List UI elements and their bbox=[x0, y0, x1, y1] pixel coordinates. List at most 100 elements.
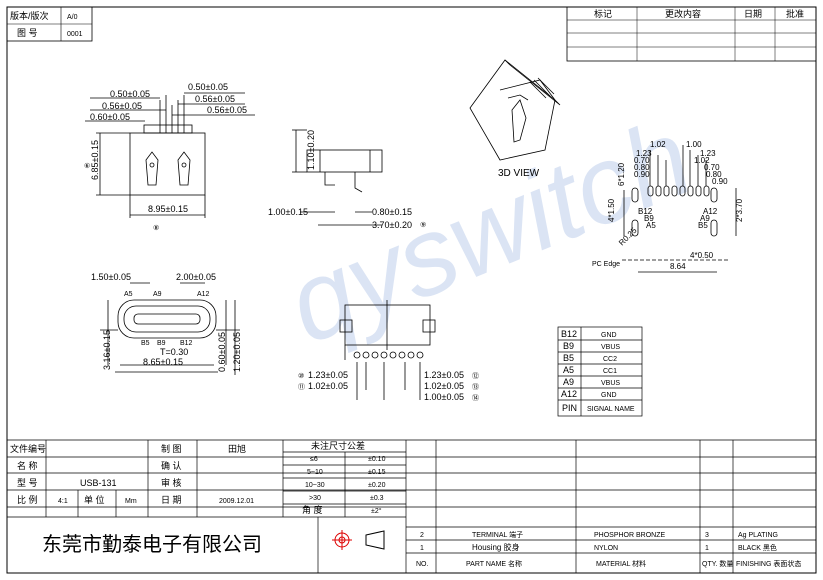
end-dim-0: 1.50±0.05 bbox=[91, 272, 131, 282]
fp-pin-0: B12 bbox=[638, 207, 653, 216]
revision-table: 标记 更改内容 日期 批准 bbox=[566, 6, 817, 62]
version-label: 版本/版次 bbox=[10, 10, 49, 21]
fp-pin-4: A9 bbox=[700, 214, 710, 223]
name-label: 名 称 bbox=[17, 460, 38, 471]
projection-symbol-icon bbox=[332, 530, 385, 550]
ref-bot-e: ⑭ bbox=[472, 394, 479, 402]
parts-header-part: PART NAME 名称 bbox=[466, 559, 522, 568]
pin-row-4-sig: VBUS bbox=[601, 380, 620, 387]
pin-row-5-pin: A12 bbox=[561, 389, 577, 399]
unit-label: 单 位 bbox=[84, 494, 105, 505]
part-1-qty: 1 bbox=[705, 545, 709, 552]
pin-header-pin: PIN bbox=[562, 403, 577, 413]
dim-side-0: 1.10±0.20 bbox=[306, 130, 316, 170]
pin-row-4-pin: A9 bbox=[563, 377, 574, 387]
pin-row-0-pin: B12 bbox=[561, 329, 577, 339]
pin-row-2-sig: CC2 bbox=[603, 356, 617, 363]
dim-front-1: 0.56±0.05 bbox=[102, 101, 142, 111]
front-view bbox=[85, 92, 255, 218]
scale-value: 4:1 bbox=[58, 498, 68, 505]
view-3d bbox=[469, 59, 561, 161]
drawing-no-label: 图 号 bbox=[17, 28, 38, 38]
end-dim-3: 8.65±0.15 bbox=[143, 357, 183, 367]
dim-front-r1: 0.56±0.05 bbox=[195, 94, 235, 104]
pin-table bbox=[557, 326, 643, 417]
drawing-no-value: 0001 bbox=[67, 31, 83, 38]
rev-header-content: 更改内容 bbox=[665, 8, 701, 19]
pin-row-1-sig: VBUS bbox=[601, 344, 620, 351]
title-block-grid bbox=[7, 439, 816, 573]
tol-range-3: >30 bbox=[309, 495, 321, 502]
fp-dim-9: 0.80 bbox=[706, 170, 722, 179]
tolerance-title: 未注尺寸公差 bbox=[311, 440, 365, 451]
file-no-label: 文件编号 bbox=[10, 443, 46, 454]
footprint bbox=[622, 145, 737, 273]
dim-side-2: 0.80±0.15 bbox=[372, 207, 412, 217]
check-label: 确 认 bbox=[161, 460, 182, 471]
part-1-name: Housing 胶身 bbox=[472, 542, 520, 552]
tol-val-1: ±0.15 bbox=[368, 469, 386, 476]
fp-dim-1: 1.00 bbox=[686, 140, 702, 149]
dim-side-3: 3.70±0.20 bbox=[372, 220, 412, 230]
end-dim-4: 3.16±0.15 bbox=[102, 330, 112, 370]
parts-header-finish: FINISHING 表面状态 bbox=[736, 559, 801, 568]
fp-pin-2: A5 bbox=[646, 221, 656, 230]
tol-range-1: 5~10 bbox=[307, 469, 323, 476]
part-1-no: 1 bbox=[420, 545, 424, 552]
end-pin-a9: A9 bbox=[153, 291, 162, 298]
date-value: 2009.12.01 bbox=[219, 498, 254, 505]
top-left-table: 版本/版次 A/0 图 号 0001 bbox=[6, 6, 93, 42]
dim-front-r0: 0.50±0.05 bbox=[188, 82, 228, 92]
dim-front-2: 0.60±0.05 bbox=[90, 112, 130, 122]
tol-val-0: ±0.10 bbox=[368, 456, 386, 463]
end-dim-5: 0.60±0.05 bbox=[217, 332, 227, 372]
part-0-no: 2 bbox=[420, 532, 424, 539]
fp-pin-3: A12 bbox=[703, 207, 718, 216]
bottom-view bbox=[339, 300, 436, 400]
dim-front-3: 6.85±0.15 bbox=[90, 140, 100, 180]
end-pin-a5: A5 bbox=[124, 291, 133, 298]
end-pin-b5: B5 bbox=[141, 340, 150, 347]
fp-pin-5: B5 bbox=[698, 221, 708, 230]
pin-row-1-pin: B9 bbox=[563, 341, 574, 351]
fp-dim-7: 0.70 bbox=[704, 163, 720, 172]
ref-bot-a: ⑩ bbox=[298, 372, 304, 380]
end-dim-6: 1.20±0.05 bbox=[232, 332, 242, 372]
fp-dim-5: 1.02 bbox=[694, 156, 710, 165]
pin-header-sig: SIGNAL NAME bbox=[587, 406, 635, 413]
pin-row-2-pin: B5 bbox=[563, 353, 574, 363]
tol-val-3: ±0.3 bbox=[370, 495, 384, 502]
draw-value: 田旭 bbox=[228, 443, 246, 454]
parts-header-qty: QTY. 数量 bbox=[702, 559, 733, 568]
ref-bot-c: ⑫ bbox=[472, 372, 479, 380]
parts-header-no: NO. bbox=[416, 561, 429, 568]
parts-header-material: MATERIAL 材料 bbox=[596, 559, 646, 568]
unit-value: Mm bbox=[125, 498, 137, 505]
scale-label: 比 例 bbox=[17, 494, 38, 505]
bot-dim-4: 1.00±0.05 bbox=[424, 392, 464, 402]
part-0-qty: 3 bbox=[705, 532, 709, 539]
bot-dim-1: 1.02±0.05 bbox=[308, 381, 348, 391]
part-0-material: PHOSPHOR BRONZE bbox=[594, 532, 666, 539]
dim-front-0: 0.50±0.05 bbox=[110, 89, 150, 99]
bot-dim-0: 1.23±0.05 bbox=[308, 370, 348, 380]
sheet-border bbox=[6, 6, 817, 574]
pin-row-3-sig: CC1 bbox=[603, 368, 617, 375]
bot-dim-2: 1.23±0.05 bbox=[424, 370, 464, 380]
fp-misc-4: 2*3.70 bbox=[735, 198, 744, 222]
part-0-finish: Ag PLATING bbox=[738, 532, 778, 539]
part-0-name: TERMINAL 端子 bbox=[472, 530, 523, 539]
fp-dim-2: 1.23 bbox=[636, 149, 652, 158]
part-1-material: NYLON bbox=[594, 545, 618, 552]
model-label: 型 号 bbox=[17, 478, 38, 488]
side-view bbox=[292, 129, 383, 226]
tol-val-2: ±0.20 bbox=[368, 482, 386, 489]
pin-row-3-pin: A5 bbox=[563, 365, 574, 375]
ref-front-b: ⑧ bbox=[153, 224, 159, 232]
draw-label: 制 图 bbox=[161, 443, 182, 454]
part-1-finish: BLACK 黑色 bbox=[738, 543, 777, 552]
ref-bot-d: ⑬ bbox=[472, 383, 479, 391]
fp-dim-0: 1.02 bbox=[650, 140, 666, 149]
fp-dim-8: 0.90 bbox=[634, 170, 650, 179]
